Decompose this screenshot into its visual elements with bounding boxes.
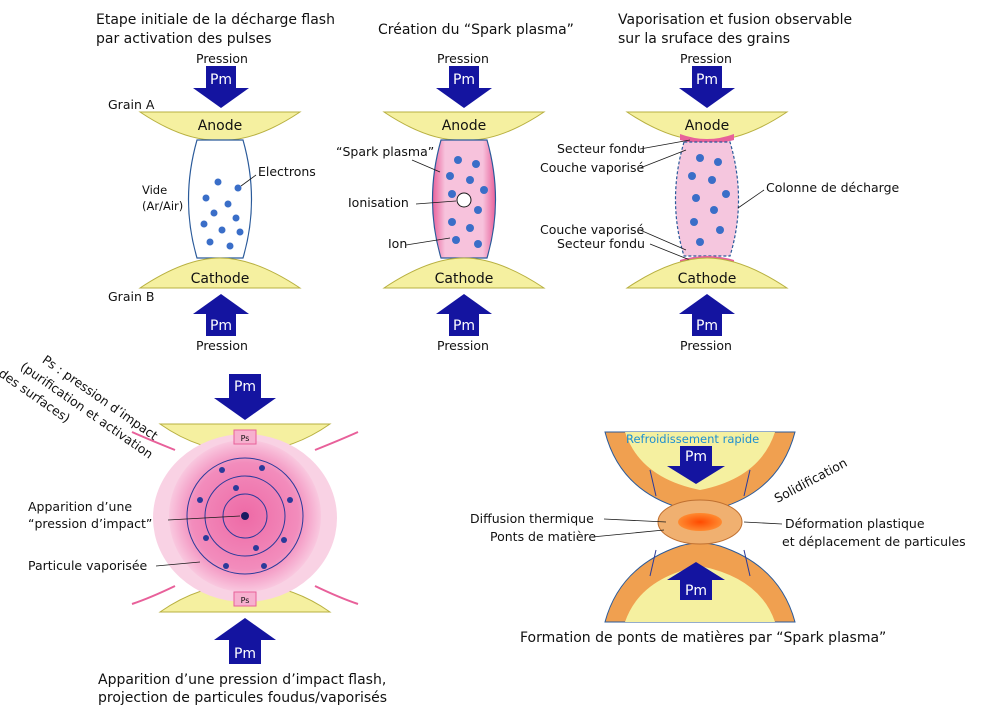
pressure-arrow-up-icon: Pm <box>214 618 276 664</box>
refroidissement-label: Refroidissement rapide <box>626 432 759 446</box>
panel5-pm-top: Pm <box>685 449 707 465</box>
apparition-line2: “pression d’impact” <box>28 516 152 531</box>
vacuum-column <box>189 140 252 258</box>
deformation-line2: et déplacement de particules <box>782 534 966 549</box>
particule-label: Particule vaporisée <box>28 558 148 573</box>
panel2-anode: Anode <box>442 118 487 134</box>
panel2-pressure-top: Pression <box>437 51 489 66</box>
panel1-pm-top: Pm <box>210 72 232 88</box>
panel4-pm-top: Pm <box>234 379 256 395</box>
pressure-arrow-down-icon: Pm <box>193 66 249 108</box>
ionisation-event-icon <box>457 193 471 207</box>
panel2-pressure-bottom: Pression <box>437 338 489 353</box>
colonne-label: Colonne de décharge <box>766 180 900 195</box>
diffusion-leader <box>604 519 666 522</box>
panel2-pm-top: Pm <box>453 72 475 88</box>
panel3-anode: Anode <box>685 118 730 134</box>
panel4-caption-line1: Apparition d’une pression d’impact flash… <box>98 672 386 688</box>
panel2-cathode: Cathode <box>435 271 494 287</box>
deformation-line1: Déformation plastique <box>785 516 925 531</box>
pressure-arrow-up-icon: Pm <box>193 294 249 336</box>
panel-vaporisation: Vaporisation et fusion observable sur la… <box>540 12 900 353</box>
panel-impact-pressure: Ps : pression d’impact (purification et … <box>0 336 387 706</box>
panel3-pm-bottom: Pm <box>696 318 718 334</box>
panel5-caption: Formation de ponts de matières par “Spar… <box>520 630 886 646</box>
pressure-arrow-down-icon: Pm <box>679 66 735 108</box>
vide-label: Vide <box>142 183 167 197</box>
electrons-label: Electrons <box>258 164 316 179</box>
deformation-leader <box>744 522 782 524</box>
panel1-pressure-top: Pression <box>196 51 248 66</box>
vide-gas-label: (Ar/Air) <box>142 199 183 213</box>
diffusion-label: Diffusion thermique <box>470 511 594 526</box>
panel1-anode: Anode <box>198 118 243 134</box>
ponts-leader <box>592 530 664 537</box>
panel1-caption-line2: par activation des pulses <box>96 31 272 47</box>
panel4-pm-bottom: Pm <box>234 646 256 662</box>
panel5-pm-bottom: Pm <box>685 583 707 599</box>
panel1-pm-bottom: Pm <box>210 318 232 334</box>
panel1-cathode: Cathode <box>191 271 250 287</box>
discharge-column <box>676 142 739 256</box>
grain-a-label: Grain A <box>108 97 155 112</box>
ps-small-bottom: Ps <box>241 596 250 605</box>
ps-label-line2: (purification et activation <box>18 359 156 462</box>
grain-b-label: Grain B <box>108 289 154 304</box>
pressure-arrow-up-icon: Pm <box>436 294 492 336</box>
colonne-leader <box>738 190 764 208</box>
panel3-caption-line2: sur la sruface des grains <box>618 31 790 47</box>
panel3-cathode: Cathode <box>678 271 737 287</box>
panel1-pressure-bottom: Pression <box>196 338 248 353</box>
panel-initial-discharge: Etape initiale de la décharge flash par … <box>96 12 335 353</box>
ps-small-top: Ps <box>241 434 250 443</box>
panel-spark-plasma: Création du “Spark plasma” Pression Pm A… <box>336 22 574 353</box>
pressure-arrow-up-icon: Pm <box>679 294 735 336</box>
ps-rotated-label: Ps : pression d’impact (purification et … <box>0 336 166 477</box>
secteur-fondu-top-label: Secteur fondu <box>557 141 645 156</box>
panel1-caption-line1: Etape initiale de la décharge flash <box>96 12 335 28</box>
panel3-pressure-bottom: Pression <box>680 338 732 353</box>
spark-plasma-label: “Spark plasma” <box>336 144 434 159</box>
panel3-pressure-top: Pression <box>680 51 732 66</box>
panel-material-bridges: Refroidissement rapide Pm Pm Solidificat… <box>470 432 966 646</box>
solidification-label: Solidification <box>772 455 850 506</box>
ion-label: Ion <box>388 236 407 251</box>
ionisation-label: Ionisation <box>348 195 409 210</box>
panel3-caption-line1: Vaporisation et fusion observable <box>618 12 852 28</box>
pressure-arrow-down-icon: Pm <box>436 66 492 108</box>
couche-vaporise-top-label: Couche vaporisé <box>540 160 645 175</box>
impact-center <box>241 512 249 520</box>
panel2-caption: Création du “Spark plasma” <box>378 22 574 38</box>
pressure-arrow-down-icon: Pm <box>214 374 276 420</box>
secteur-fondu-bottom-label: Secteur fondu <box>557 236 645 251</box>
solidification-rotated: Solidification <box>772 455 850 506</box>
hot-core <box>678 513 722 531</box>
panel3-pm-top: Pm <box>696 72 718 88</box>
ponts-label: Ponts de matière <box>490 529 596 544</box>
panel4-caption-line2: projection de particules foudus/vaporisé… <box>98 690 387 706</box>
panel2-pm-bottom: Pm <box>453 318 475 334</box>
couche-vaporise-bottom-label: Couche vaporisé <box>540 222 645 237</box>
apparition-line1: Apparition d’une <box>28 499 132 514</box>
